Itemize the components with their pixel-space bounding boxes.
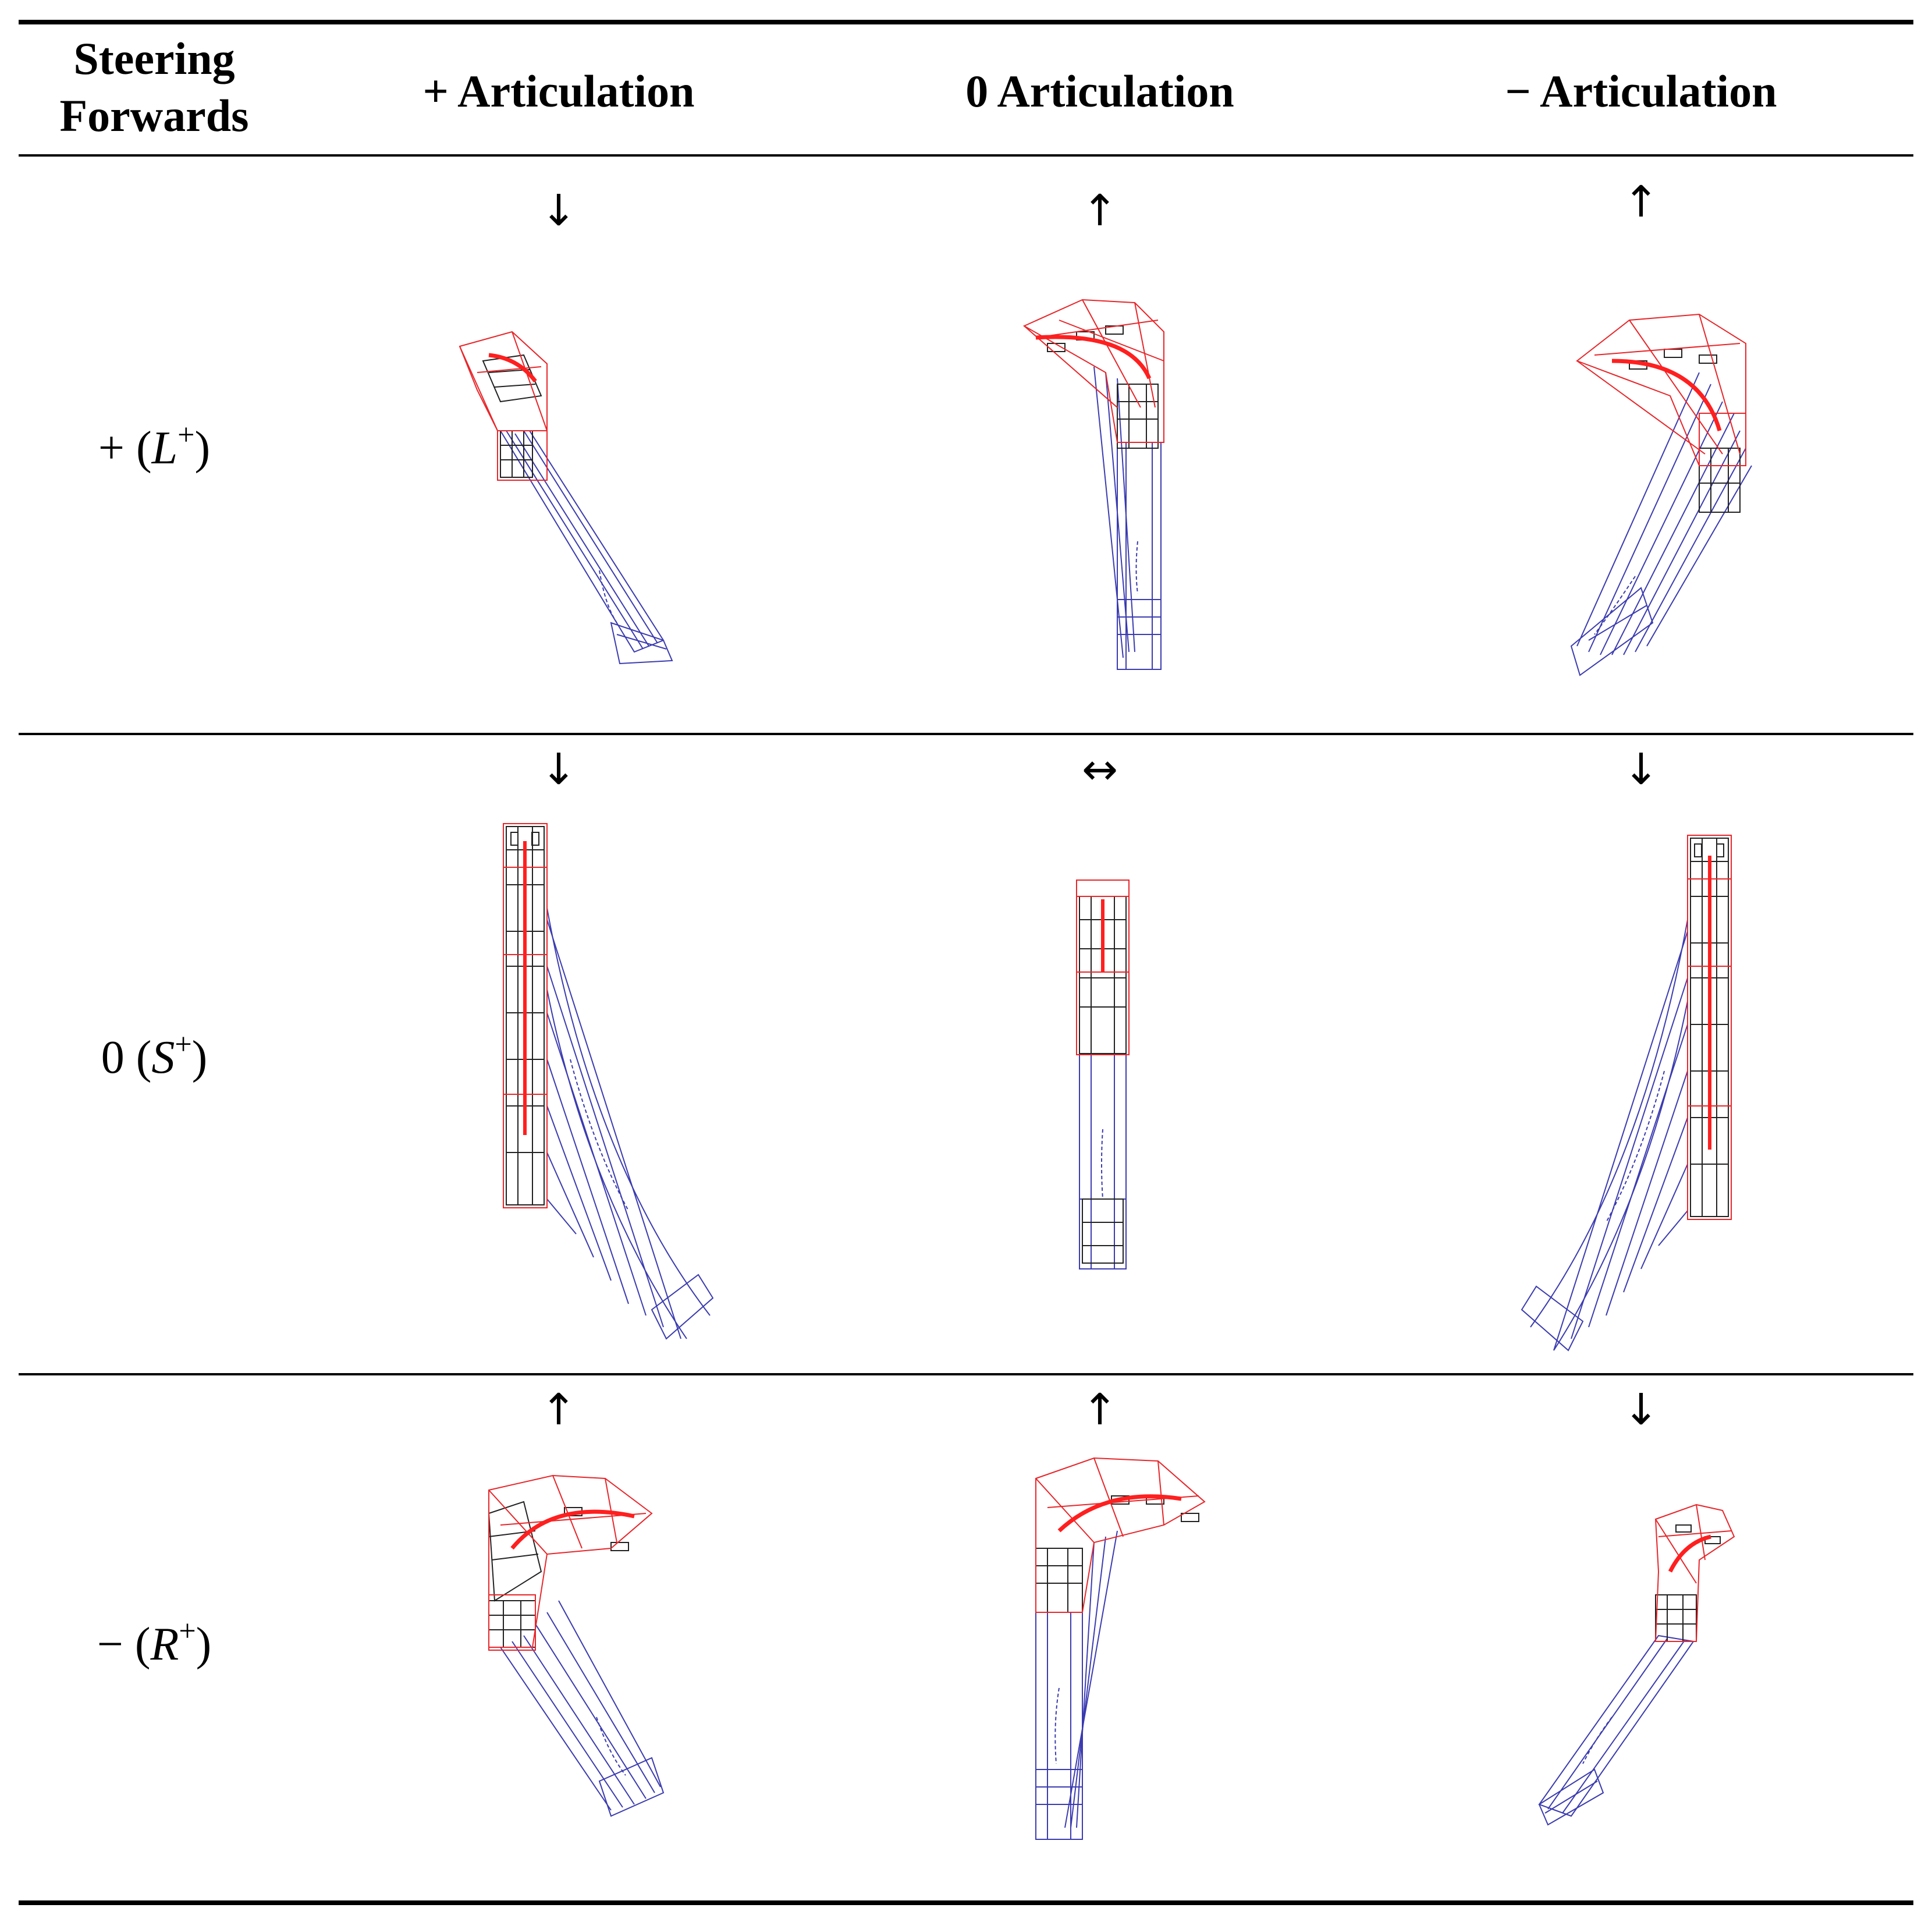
- vehicle-diagram-left-minus: [1570, 313, 1752, 676]
- row-label-left: + (L+): [98, 419, 211, 474]
- header-rule: [19, 154, 1913, 157]
- row1-rule: [19, 733, 1913, 735]
- vehicle-diagram-straight-minus: [1521, 835, 1732, 1352]
- row-symbol: S: [151, 1032, 175, 1083]
- arrow-straight-plus: ↓: [540, 744, 577, 795]
- row-sign: −: [97, 1619, 135, 1670]
- row-sign: +: [98, 423, 136, 474]
- row-sign: 0: [101, 1032, 136, 1083]
- table-top-rule: [19, 20, 1913, 24]
- row-label-right: − (R+): [97, 1615, 212, 1671]
- vehicle-diagram-right-plus: [488, 1474, 665, 1817]
- arrow-right-minus: ↓: [1622, 1385, 1659, 1435]
- header-steering-line1: Steering: [73, 33, 235, 84]
- row-symbol: R: [150, 1619, 179, 1670]
- row-label-straight: 0 (S+): [101, 1028, 208, 1084]
- header-zero-articulation: 0 Articulation: [965, 66, 1234, 116]
- header-minus-articulation: − Articulation: [1505, 66, 1777, 116]
- header-steering-forwards: Steering Forwards: [23, 30, 285, 144]
- row-symbol: L: [151, 423, 178, 474]
- vehicle-diagram-straight-plus: [503, 823, 714, 1340]
- vehicle-diagram-right-minus: [1538, 1503, 1735, 1826]
- header-plus-articulation: + Articulation: [422, 66, 695, 116]
- vehicle-diagram-right-zero: [1035, 1457, 1206, 1840]
- arrow-right-plus: ↑: [540, 1385, 577, 1435]
- row2-rule: [19, 1373, 1913, 1375]
- vehicle-diagram-left-zero: [1022, 299, 1164, 670]
- header-steering-line2: Forwards: [59, 90, 249, 141]
- arrow-straight-zero: ↔: [1081, 744, 1118, 795]
- arrow-straight-minus: ↓: [1622, 744, 1659, 795]
- vehicle-diagram-left-plus: [459, 331, 673, 665]
- arrow-left-minus: ↑: [1622, 177, 1659, 227]
- arrow-left-zero: ↑: [1081, 186, 1118, 236]
- vehicle-diagram-straight-zero: [1076, 880, 1130, 1269]
- arrow-right-zero: ↑: [1081, 1385, 1118, 1435]
- arrow-left-plus: ↓: [540, 186, 577, 236]
- table-bottom-rule: [19, 1900, 1913, 1905]
